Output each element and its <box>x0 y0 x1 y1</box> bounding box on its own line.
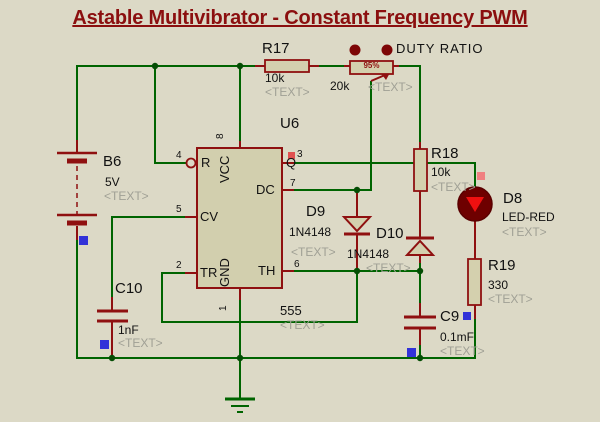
c9-ref-label[interactable]: C9 <box>440 308 460 325</box>
u6-pin-num-6: 6 <box>294 259 300 270</box>
pin3-marker <box>288 152 295 159</box>
led-d8[interactable] <box>457 186 493 222</box>
d9-ref-label[interactable]: D9 <box>306 203 326 220</box>
reset-inversion-bubble <box>185 157 197 169</box>
schematic-title: Astable Multivibrator - Constant Frequen… <box>72 7 528 29</box>
wire-q-output[interactable] <box>294 162 476 187</box>
diode-d10[interactable] <box>404 236 436 256</box>
u6-pin-name-tr: TR <box>200 265 218 280</box>
r18-text-placeholder[interactable]: <TEXT> <box>431 180 476 194</box>
d8-text-placeholder[interactable]: <TEXT> <box>502 225 547 239</box>
r18-ref-label[interactable]: R18 <box>431 145 459 162</box>
r19-text-placeholder[interactable]: <TEXT> <box>488 292 533 306</box>
u6-pin-name-vcc: VCC <box>217 155 232 183</box>
wire-pot-r18[interactable] <box>398 65 421 142</box>
b6-text-placeholder[interactable]: <TEXT> <box>104 189 149 203</box>
u6-pin-num-7: 7 <box>290 178 296 189</box>
capacitor-c9[interactable] <box>404 315 436 330</box>
duty-ratio-dot-2 <box>381 44 393 56</box>
d10-text-placeholder[interactable]: <TEXT> <box>366 261 411 275</box>
r17-text-placeholder[interactable]: <TEXT> <box>265 85 310 99</box>
resistor-r18-body[interactable] <box>413 148 428 192</box>
battery-b6[interactable] <box>57 151 97 226</box>
b6-ref-label[interactable]: B6 <box>103 153 122 170</box>
diode-d9[interactable] <box>341 216 373 236</box>
c10-value-label[interactable]: 1nF <box>118 323 139 337</box>
u6-pin-name-th: TH <box>258 263 276 278</box>
u6-pin-name-dc: DC <box>256 182 275 197</box>
wires[interactable] <box>76 65 476 359</box>
c9-text-placeholder[interactable]: <TEXT> <box>440 344 485 358</box>
u6-pin-name-cv: CV <box>200 209 219 224</box>
resistor-r19-body[interactable] <box>467 258 482 306</box>
r19-ref-label[interactable]: R19 <box>488 257 516 274</box>
u6-ref-label[interactable]: U6 <box>280 115 300 132</box>
u6-pin-num-3: 3 <box>297 149 303 160</box>
pot-text-placeholder[interactable]: <TEXT> <box>368 80 413 94</box>
u6-pin-num-2: 2 <box>176 260 182 271</box>
u6-pin-num-8: 8 <box>215 133 226 139</box>
d10-value-label[interactable]: 1N4148 <box>347 247 390 261</box>
u6-pin-name-gnd: GND <box>217 258 232 287</box>
duty-ratio-label: DUTY RATIO <box>396 41 484 56</box>
u6-pin-num-4: 4 <box>176 150 182 161</box>
u6-text-placeholder[interactable]: <TEXT> <box>280 318 325 332</box>
d8-value-label[interactable]: LED-RED <box>502 210 555 224</box>
u6-pin-num-1: 1 <box>218 305 229 311</box>
duty-ratio-dot-1 <box>349 44 361 56</box>
d9-value-label[interactable]: 1N4148 <box>289 225 332 239</box>
d10-ref-label[interactable]: D10 <box>376 225 404 242</box>
wire-vcc-top[interactable] <box>76 65 256 140</box>
u6-pin-name-r: R <box>201 155 211 170</box>
pot-value-label[interactable]: 20k <box>330 79 350 93</box>
u6-part-label[interactable]: 555 <box>280 303 302 318</box>
c10-ref-label[interactable]: C10 <box>115 280 143 297</box>
c10-text-placeholder[interactable]: <TEXT> <box>118 336 163 350</box>
blue-markers <box>79 236 471 357</box>
wire-ground-rail[interactable] <box>76 240 476 359</box>
c9-value-label[interactable]: 0.1mF <box>440 330 475 344</box>
r19-value-label[interactable]: 330 <box>488 278 509 292</box>
wire-reset[interactable] <box>154 66 186 164</box>
d9-text-placeholder[interactable]: <TEXT> <box>291 245 336 259</box>
u6-pin-name-q: Q <box>286 155 297 170</box>
capacitor-c10[interactable] <box>97 309 128 323</box>
wire-cv-c10[interactable] <box>111 216 186 298</box>
resistor-r17-body[interactable] <box>264 59 310 73</box>
d8-ref-label[interactable]: D8 <box>503 190 523 207</box>
wire-dc-wiper[interactable] <box>294 81 372 191</box>
junction-dots <box>108 62 424 362</box>
r17-value-label[interactable]: 10k <box>265 71 285 85</box>
b6-value-label[interactable]: 5V <box>105 175 120 189</box>
pot-wiper-percent: 95% <box>363 61 380 70</box>
r17-ref-label[interactable]: R17 <box>262 40 290 57</box>
u6-pin-num-5: 5 <box>176 204 182 215</box>
ground-symbol[interactable] <box>225 358 255 413</box>
ic-555-u6[interactable] <box>185 147 283 289</box>
r18-value-label[interactable]: 10k <box>431 165 451 179</box>
potentiometer-body[interactable] <box>349 60 394 75</box>
wire-tr-loop[interactable] <box>161 271 358 323</box>
led-marker <box>477 172 485 180</box>
